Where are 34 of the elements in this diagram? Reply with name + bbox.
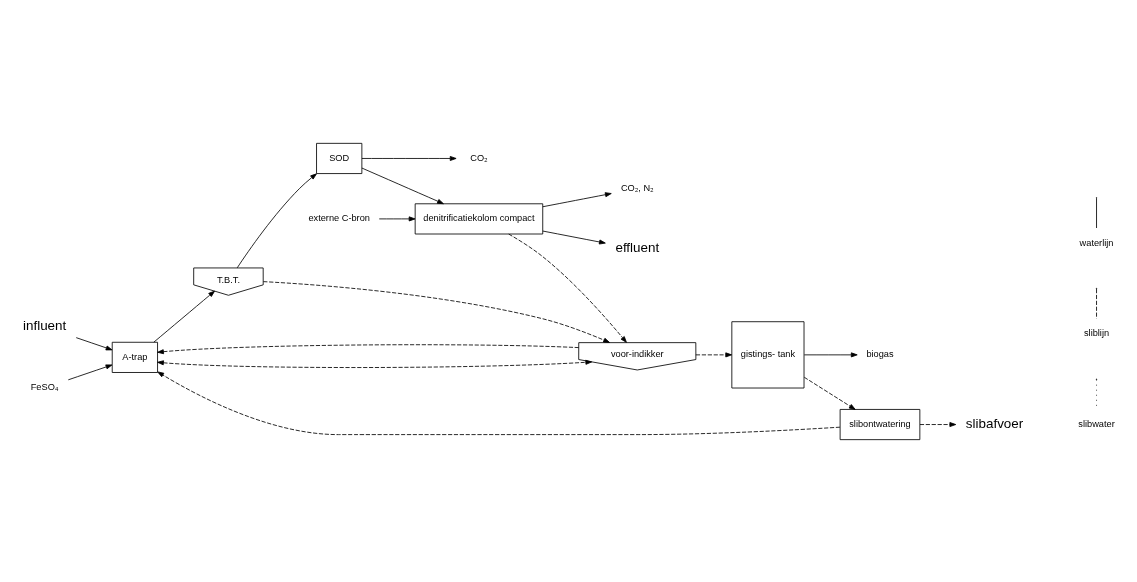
node-box: denitrificatiekolom compact [414,202,544,234]
legend-label: slibwater [1078,418,1115,429]
arrow [542,230,606,244]
node-text: FeSO₄ [30,381,59,392]
arrow [803,351,858,357]
arrow [157,371,841,435]
node-text: slibafvoer [965,415,1024,431]
arrow [508,233,627,343]
legend-label: waterlijn [1079,237,1114,248]
node-text: effluent [615,239,660,255]
node-text: influent [23,317,67,333]
node-text: CO₂ [470,152,488,163]
legend-label: sliblijn [1083,327,1110,338]
arrow [67,363,113,380]
arrow [157,359,593,368]
arrow [695,351,733,357]
arrow [236,172,317,268]
node-box: slibontwatering [839,408,921,440]
arrow [542,191,612,207]
arrow [378,215,416,221]
node-text: biogas [866,348,894,359]
node-box: gistings- tank [731,320,805,388]
arrow [75,336,113,350]
arrow [153,290,215,343]
arrow [361,155,457,161]
node-box: SOD [316,142,363,174]
arrow [157,343,580,354]
arrow [803,376,856,410]
arrow [361,167,444,204]
node-text: CO₂, N₂ [620,182,654,193]
arrow [263,280,610,343]
node-box: A-trap [111,341,158,373]
node-text: externe C-bron [308,212,370,223]
arrow [919,421,957,427]
